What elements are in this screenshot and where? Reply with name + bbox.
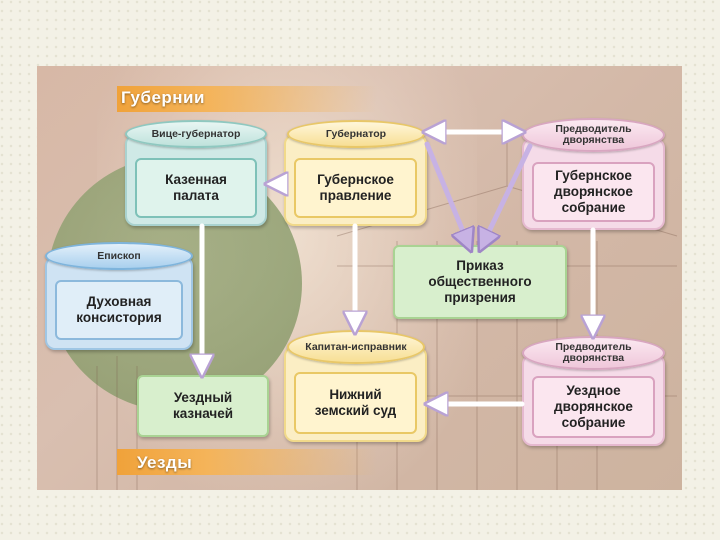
uezdny-kaznachey-box: Уездный казначей — [137, 375, 269, 437]
prikaz-prizreniya-box: Приказ общественного призрения — [393, 245, 567, 319]
governor-header: Губернатор — [287, 120, 425, 148]
dukhovnaya-konsistoriya-box: Духовная консистория — [55, 280, 183, 340]
gubernskoe-pravlenie-box: Губернское правление — [294, 158, 417, 218]
kazennaya-palata-box: Казенная палата — [135, 158, 257, 218]
nizhny-zemsky-sud-box: Нижний земский суд — [294, 372, 417, 434]
region-label-gubernii: Губернии — [121, 88, 205, 107]
leader-uezd-header: Предводитель дворянства — [522, 336, 665, 370]
region-label-uezdy: Уезды — [137, 453, 193, 472]
leader-gub-header: Предводитель дворянства — [522, 118, 665, 152]
admin-diagram: Губернии Уезды Казенная палата Вице-губе… — [37, 66, 682, 490]
captain-header: Капитан-исправник — [287, 330, 425, 364]
uezdnoe-dvoryanskoe-sobranie-box: Уездное дворянское собрание — [532, 376, 655, 438]
gubernii-band — [117, 86, 377, 112]
uezdy-band — [117, 449, 377, 475]
bishop-header: Епископ — [45, 242, 193, 270]
vice-governor-header: Вице-губернатор — [125, 120, 267, 148]
gub-dvoryanskoe-sobranie-box: Губернское дворянское собрание — [532, 162, 655, 222]
